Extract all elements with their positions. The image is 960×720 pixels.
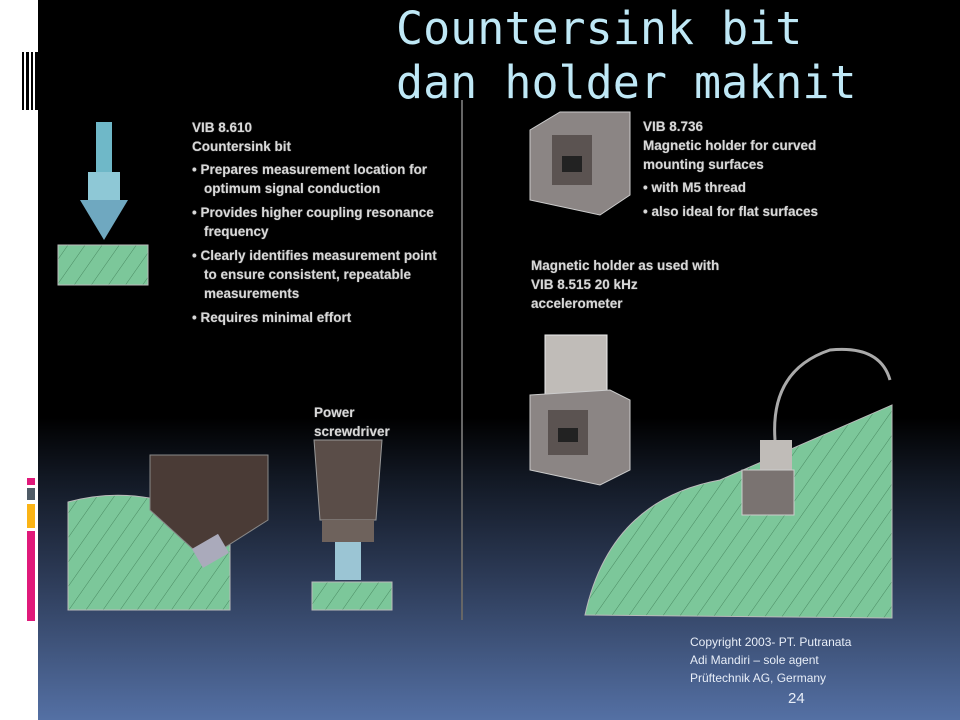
product-code: VIB 8.736: [643, 119, 704, 134]
holder-accelerometer-illustration: [529, 334, 631, 486]
countersink-bit-description: VIB 8.610 Countersink bit Prepares measu…: [192, 118, 452, 332]
copyright-footer: Copyright 2003- PT. Putranata Adi Mandir…: [690, 633, 851, 687]
magnetic-holder-illustration: [529, 111, 631, 216]
curved-surface-sensor-illustration: [584, 347, 893, 619]
power-drill-curved-illustration: [67, 454, 269, 611]
accent-bar-pink-long: [27, 531, 35, 621]
holder-caption: Magnetic holder as used with VIB 8.515 2…: [531, 258, 720, 311]
accent-bar-yellow: [27, 504, 35, 528]
countersink-bit-illustration: [57, 122, 149, 286]
accent-bar-pink: [27, 478, 35, 485]
tool-label: Power screwdriver: [314, 405, 390, 439]
bullet-item: with M5 thread: [643, 178, 873, 197]
bullet-item: Prepares measurement location for optimu…: [192, 160, 452, 198]
product-name: Countersink bit: [192, 139, 292, 154]
bullet-item: also ideal for flat surfaces: [643, 202, 873, 221]
product-name: Magnetic holder for curved mounting surf…: [643, 138, 817, 172]
bullet-item: Requires minimal effort: [192, 308, 452, 327]
footer-line: Prüftechnik AG, Germany: [690, 671, 827, 685]
accent-bar-gray: [27, 488, 35, 500]
left-margin: [0, 0, 38, 720]
bullet-item: Clearly identifies measurement point to …: [192, 246, 452, 303]
magnetic-holder-description: VIB 8.736 Magnetic holder for curved mou…: [643, 117, 873, 226]
slide-title: Countersink bit dan holder maknit: [396, 2, 857, 109]
product-code: VIB 8.610: [192, 120, 253, 135]
footer-line: Copyright 2003- PT. Putranata: [690, 635, 852, 649]
db-logo-icon: [562, 156, 582, 172]
page-number: 24: [788, 690, 805, 707]
bullet-item: Provides higher coupling resonance frequ…: [192, 203, 452, 241]
footer-line: Adi Mandiri – sole agent: [690, 653, 819, 667]
page-divider: [461, 100, 463, 620]
db-logo-icon: [558, 428, 578, 442]
barcode-decoration: [22, 52, 38, 110]
power-screwdriver-illustration: [311, 439, 393, 611]
